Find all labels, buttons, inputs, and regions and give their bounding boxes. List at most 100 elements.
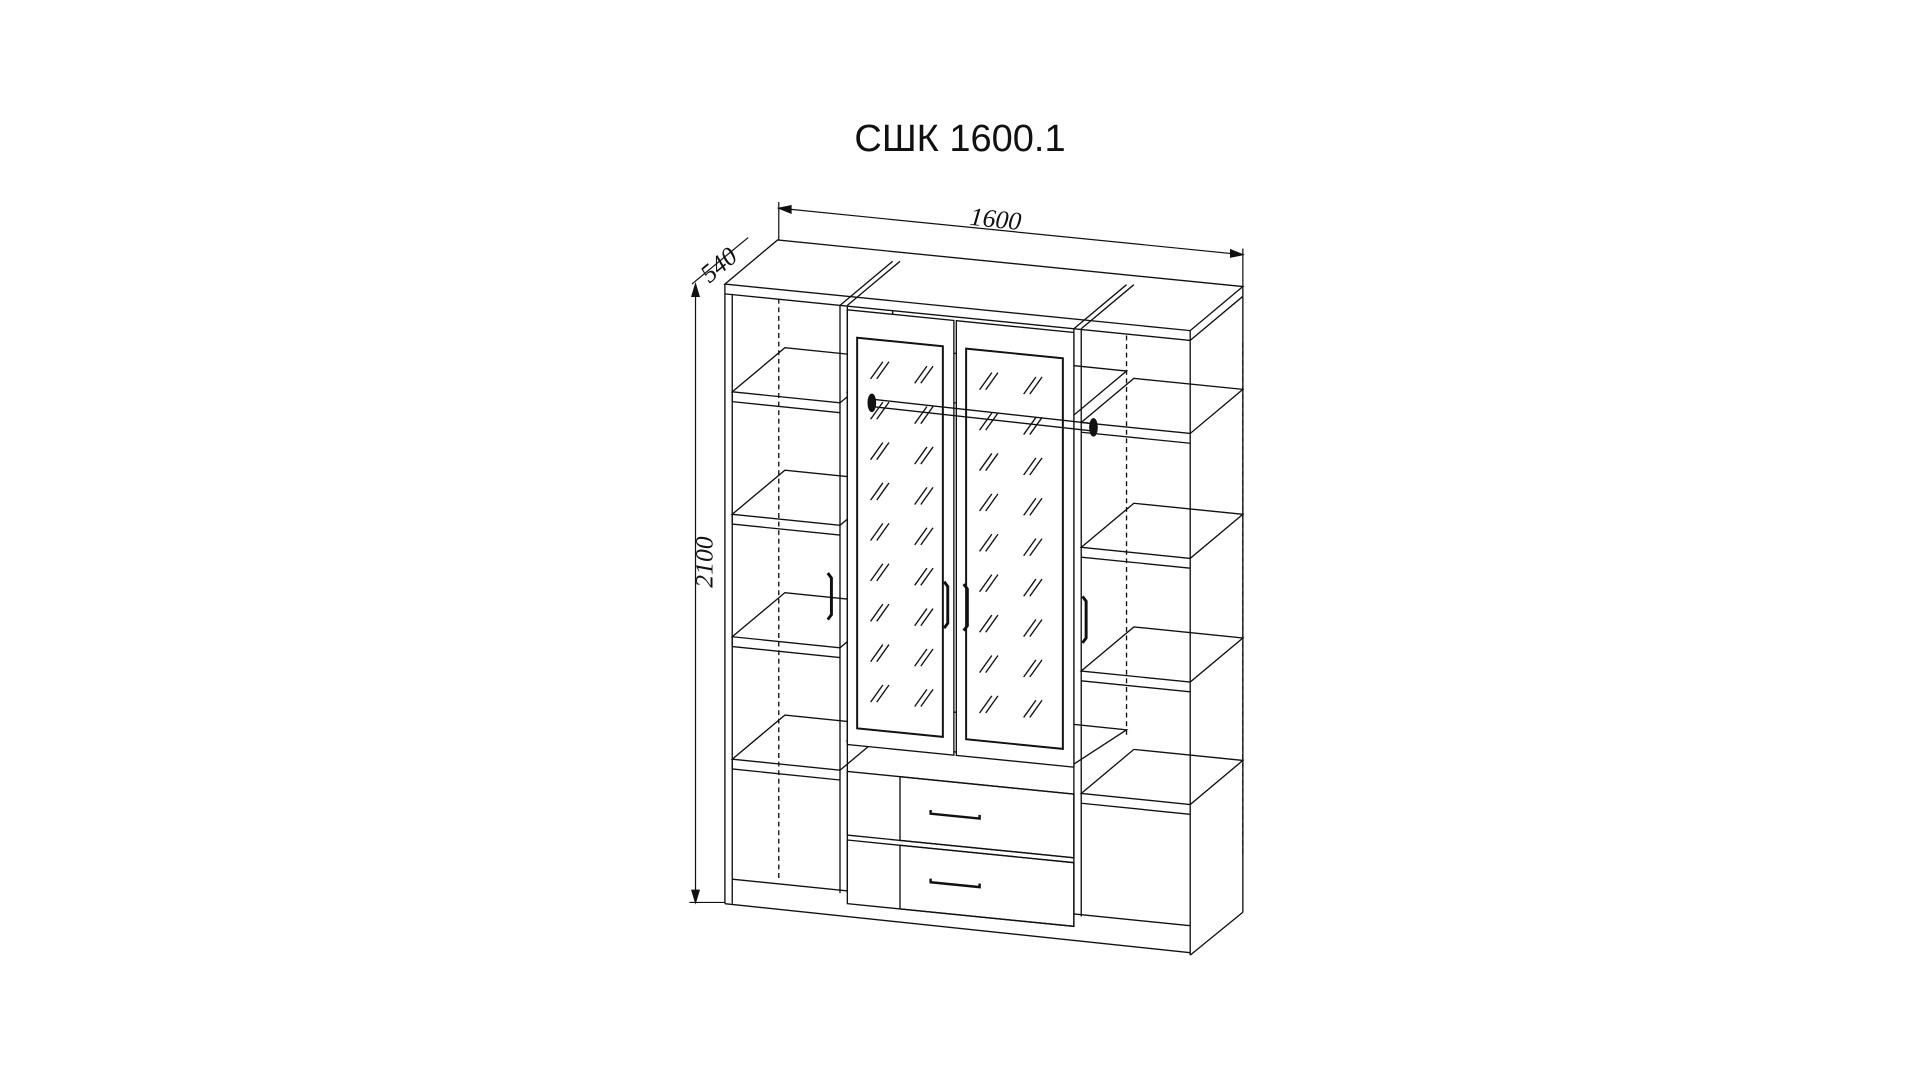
mirror-hatch xyxy=(1023,699,1037,718)
door-handle-icon xyxy=(962,583,969,632)
mirror-hatch xyxy=(870,522,884,541)
shelf-edge xyxy=(732,400,841,414)
shelf-edge xyxy=(732,768,841,781)
mirror-hatch xyxy=(920,567,934,586)
door-handle-icon xyxy=(1081,595,1088,644)
drawer-handle-icon xyxy=(929,810,981,820)
mirror-hatch xyxy=(870,644,884,663)
mirror-hatch xyxy=(876,401,890,420)
mirror-hatch xyxy=(1023,457,1037,476)
mirror-hatch xyxy=(1029,659,1043,678)
mirror-hatch xyxy=(870,442,884,461)
mirror-hatch xyxy=(1029,497,1043,516)
mirror-hatch xyxy=(979,614,993,633)
mirror-hatch xyxy=(870,482,884,501)
right-shelf xyxy=(1079,502,1245,560)
arrow-icon xyxy=(1230,248,1245,258)
mirror-hatch xyxy=(1023,538,1037,557)
mirror-hatch xyxy=(876,442,890,461)
rod-holder xyxy=(867,393,877,413)
mirror-hatch xyxy=(920,365,934,384)
mirror-hatch xyxy=(870,563,884,582)
divider-top xyxy=(839,260,894,306)
mirror-hatch xyxy=(985,695,999,714)
arrow-icon xyxy=(691,889,701,905)
mirror-hatch xyxy=(914,486,928,505)
wardrobe-body xyxy=(723,239,1245,956)
mirror-hatch xyxy=(985,614,999,633)
mirror-hatch xyxy=(914,688,928,707)
mirror-hatch xyxy=(870,361,884,380)
mirror-hatch xyxy=(876,361,890,380)
mirror-hatch xyxy=(920,527,934,546)
mirror-hatch xyxy=(870,401,884,420)
divider-top xyxy=(846,260,901,306)
mirror-hatch xyxy=(876,482,890,501)
mirror-hatch xyxy=(985,372,999,391)
mirror-hatch xyxy=(1023,376,1037,395)
mirror-hatch xyxy=(914,365,928,384)
rod-holder xyxy=(1089,418,1098,437)
shelf-edge xyxy=(1081,680,1191,693)
drawer-front-2 xyxy=(899,844,1075,928)
arrow-icon xyxy=(691,281,701,297)
mirror-hatch xyxy=(920,608,934,627)
hanging-rod xyxy=(871,398,1094,425)
mirror-hatch xyxy=(914,567,928,586)
mirror-hatch xyxy=(914,406,928,425)
mirror-hatch xyxy=(1029,699,1043,718)
mirror-hatch xyxy=(876,603,890,622)
width-dimension-line xyxy=(778,207,1243,256)
mirror-hatch xyxy=(914,608,928,627)
drawing-title: СШК 1600.1 xyxy=(854,118,1066,160)
depth-dimension-line xyxy=(691,237,749,285)
right-shelf xyxy=(1079,626,1245,683)
right-side-bottom xyxy=(1189,911,1244,956)
mirror-hatch xyxy=(876,644,890,663)
shelf-edge xyxy=(732,523,841,536)
shelf-edge xyxy=(732,645,841,659)
mirror-hatch xyxy=(1029,578,1043,597)
mirror-hatch xyxy=(876,684,890,703)
mirror-hatch xyxy=(1023,619,1037,638)
mirror-hatch xyxy=(870,684,884,703)
divider-top xyxy=(1073,284,1127,330)
mirror-hatch xyxy=(920,648,934,667)
mirror-hatch xyxy=(876,563,890,582)
mirror-hatch xyxy=(1029,619,1043,638)
hanging-rod xyxy=(871,405,1094,432)
mirror-hatch xyxy=(979,574,993,593)
drawer-front-1 xyxy=(899,775,1075,859)
shelf-edge xyxy=(1081,431,1191,444)
mirror-hatch xyxy=(979,493,993,512)
mirror-hatch xyxy=(876,522,890,541)
mirror-hatch xyxy=(979,695,993,714)
mirror-hatch xyxy=(985,574,999,593)
mirror-hatch xyxy=(1029,417,1043,435)
top-panel xyxy=(723,239,1245,332)
mirror-hatch xyxy=(914,527,928,546)
mirror-hatch xyxy=(920,688,934,707)
door-handle-icon xyxy=(826,572,833,621)
mirror-hatch xyxy=(914,446,928,465)
width-dimension-label: 1600 xyxy=(969,202,1023,236)
mirror-hatch xyxy=(979,655,993,674)
plinth-bottom xyxy=(724,903,1191,954)
mirror-hatch xyxy=(985,412,999,431)
mirror-hatch xyxy=(1023,417,1037,435)
mirror-hatch xyxy=(979,412,993,431)
mirror-hatch xyxy=(914,648,928,667)
mirror-hatch xyxy=(979,453,993,471)
mirror-hatch xyxy=(979,533,993,552)
height-dimension-label: 2100 xyxy=(690,536,719,588)
right-shelf xyxy=(1079,377,1245,435)
mirror-hatch xyxy=(985,493,999,512)
right-shelf xyxy=(1079,748,1245,806)
mirror-hatch xyxy=(870,603,884,622)
mirror-hatch xyxy=(979,372,993,391)
divider-top xyxy=(1080,284,1135,330)
door-panel-2 xyxy=(955,319,1075,768)
shelf-edge xyxy=(1081,802,1191,815)
door-handle-icon xyxy=(942,580,950,630)
